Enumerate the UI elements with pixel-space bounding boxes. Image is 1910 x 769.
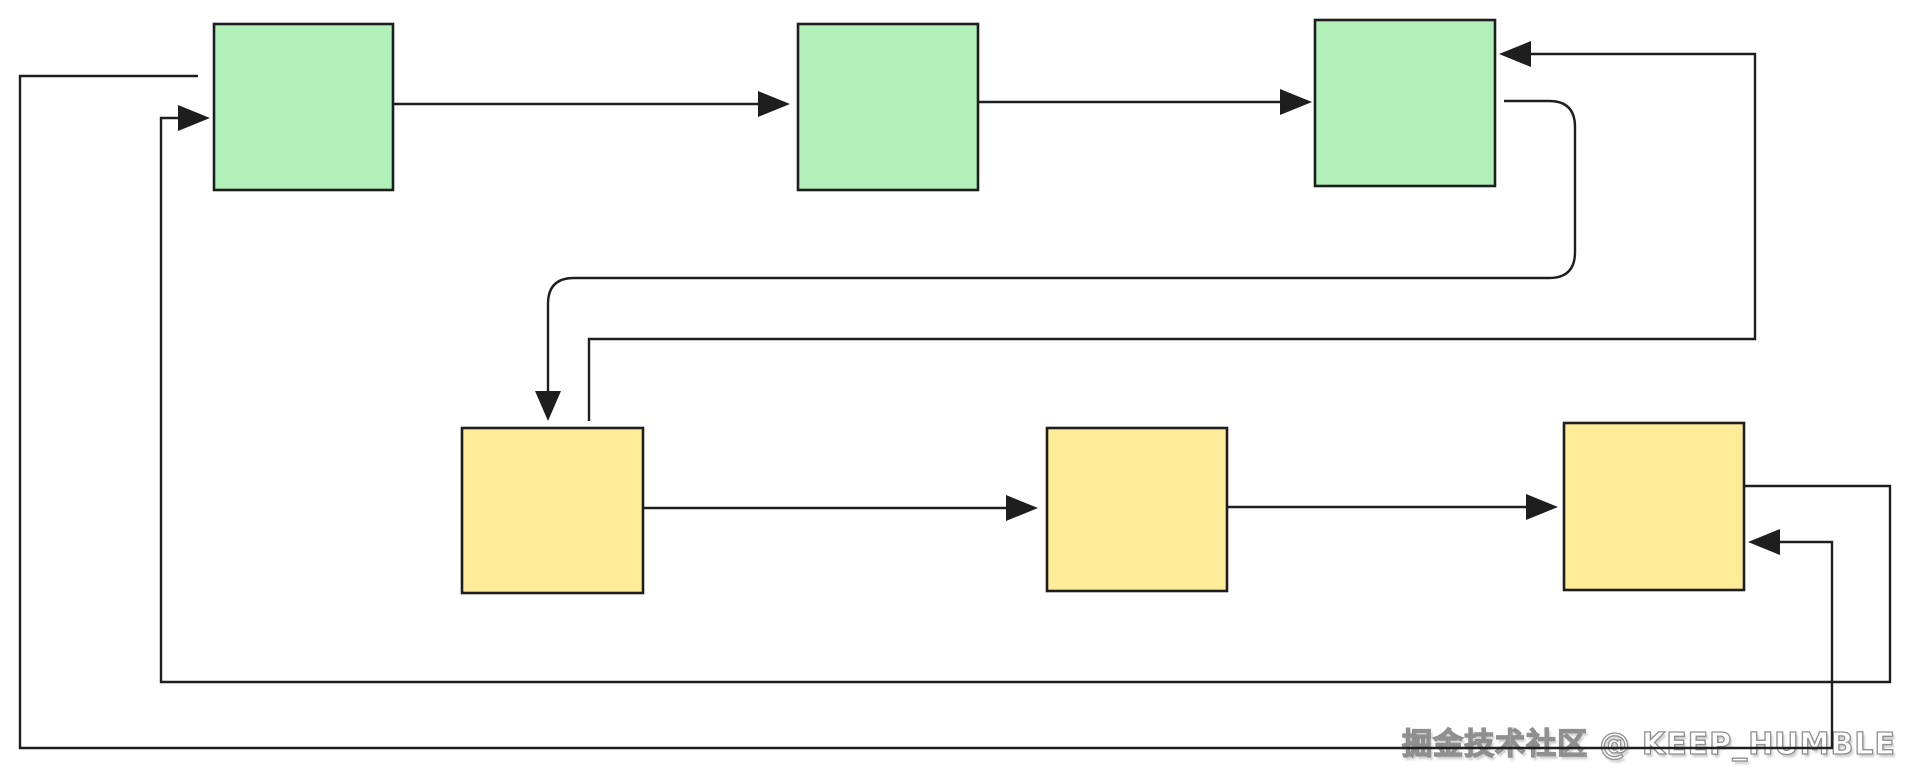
arrowhead-down-icon [535, 391, 561, 421]
edge-green1-to-yellow3[interactable] [18, 74, 1834, 750]
edge-yellow1-to-yellow2[interactable] [643, 495, 1038, 521]
edge-yellow2-to-yellow3[interactable] [1227, 494, 1558, 520]
arrowhead-right-icon [1280, 89, 1312, 115]
node-yellow-2[interactable] [1045, 426, 1229, 593]
node-green-2[interactable] [796, 22, 980, 192]
node-green-3[interactable] [1313, 18, 1497, 188]
edge-line [159, 116, 1892, 684]
edge-line [546, 99, 1577, 393]
edge-line [587, 52, 1757, 421]
node-yellow-3[interactable] [1562, 421, 1746, 592]
edge-green1-to-green2[interactable] [393, 91, 790, 117]
arrowhead-right-icon [1006, 495, 1038, 521]
watermark-text: 掘金技术社区 @ KEEP_HUMBLE [1401, 726, 1896, 762]
edge-green2-to-green3[interactable] [978, 89, 1312, 115]
edge-green3-to-yellow1[interactable] [535, 99, 1577, 421]
edge-yellow3-to-green1[interactable] [159, 105, 1892, 684]
node-yellow-1[interactable] [460, 426, 645, 595]
node-green-1[interactable] [212, 22, 395, 192]
edge-yellow1-to-green3[interactable] [587, 41, 1757, 421]
edge-line [18, 74, 1834, 750]
arrowhead-right-icon [758, 91, 790, 117]
arrowhead-right-icon [178, 105, 210, 131]
arrowhead-right-icon [1526, 494, 1558, 520]
arrowhead-left-icon [1748, 529, 1780, 555]
arrowhead-left-icon [1499, 41, 1531, 67]
